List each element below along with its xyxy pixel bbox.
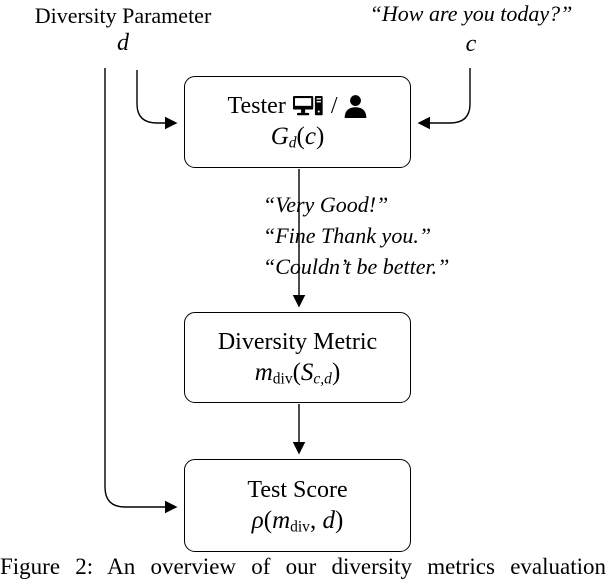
diversity-metric-title-text: Diversity Metric	[217, 328, 378, 355]
diversity-metric-title: Diversity Metric	[218, 329, 377, 355]
prompt-symbol: c	[465, 31, 477, 57]
diversity-parameter-label: Diversity Parameter	[34, 3, 212, 28]
sample-responses: “Very Good!” “Fine Thank you.” “Couldn’t…	[263, 189, 449, 282]
score-formula-arg1-sub: div	[290, 518, 310, 536]
test-score-formula: ρ(mdiv, d)	[252, 507, 344, 535]
tester-title-text: Tester	[227, 93, 286, 120]
arrow-d-to-score	[104, 68, 178, 514]
tester-formula-arg: c	[304, 123, 316, 151]
metric-formula-close: )	[331, 358, 341, 386]
tester-formula-open: (	[296, 123, 305, 151]
score-formula-open: (	[263, 506, 273, 534]
tester-formula-close: )	[315, 123, 325, 151]
metric-formula-sub: div	[272, 370, 293, 388]
test-score-box: Test Score ρ(mdiv, d)	[184, 459, 411, 552]
prompt-label: “How are you today?”	[369, 1, 573, 26]
response-line: “Very Good!”	[263, 192, 389, 217]
score-formula-rho: ρ	[251, 506, 264, 534]
test-score-title-text: Test Score	[247, 476, 348, 503]
score-formula-arg2: d	[322, 506, 335, 534]
response-line: “Fine Thank you.”	[263, 223, 432, 248]
tester-formula-base: G	[270, 123, 289, 151]
diversity-metric-formula: mdiv(Sc,d)	[255, 359, 341, 387]
diversity-metric-box: Diversity Metric mdiv(Sc,d)	[184, 312, 411, 403]
figure-caption: Figure 2: An overview of our diversity m…	[0, 554, 606, 579]
tester-box: Tester / Gd	[184, 76, 411, 168]
diversity-parameter-symbol: d	[117, 30, 129, 56]
desktop-computer-icon	[292, 95, 324, 117]
metric-formula-set-sub: c,d	[313, 370, 332, 388]
tester-box-title: Tester /	[228, 93, 368, 119]
score-formula-arg1: m	[272, 506, 291, 534]
arrow-c-to-tester	[417, 68, 471, 130]
score-formula-comma: ,	[309, 506, 323, 534]
tester-formula-sub: d	[288, 134, 297, 152]
test-score-title: Test Score	[247, 477, 347, 503]
tester-formula: Gd(c)	[271, 123, 325, 151]
person-icon	[344, 94, 367, 118]
response-line: “Couldn’t be better.”	[263, 254, 450, 279]
metric-formula-set-symbol: S	[300, 358, 314, 386]
score-formula-close: )	[334, 506, 344, 534]
metric-formula-open: (	[292, 358, 301, 386]
arrow-d-to-tester	[136, 70, 178, 130]
metric-formula-base: m	[254, 358, 273, 386]
tester-separator: /	[330, 93, 338, 120]
